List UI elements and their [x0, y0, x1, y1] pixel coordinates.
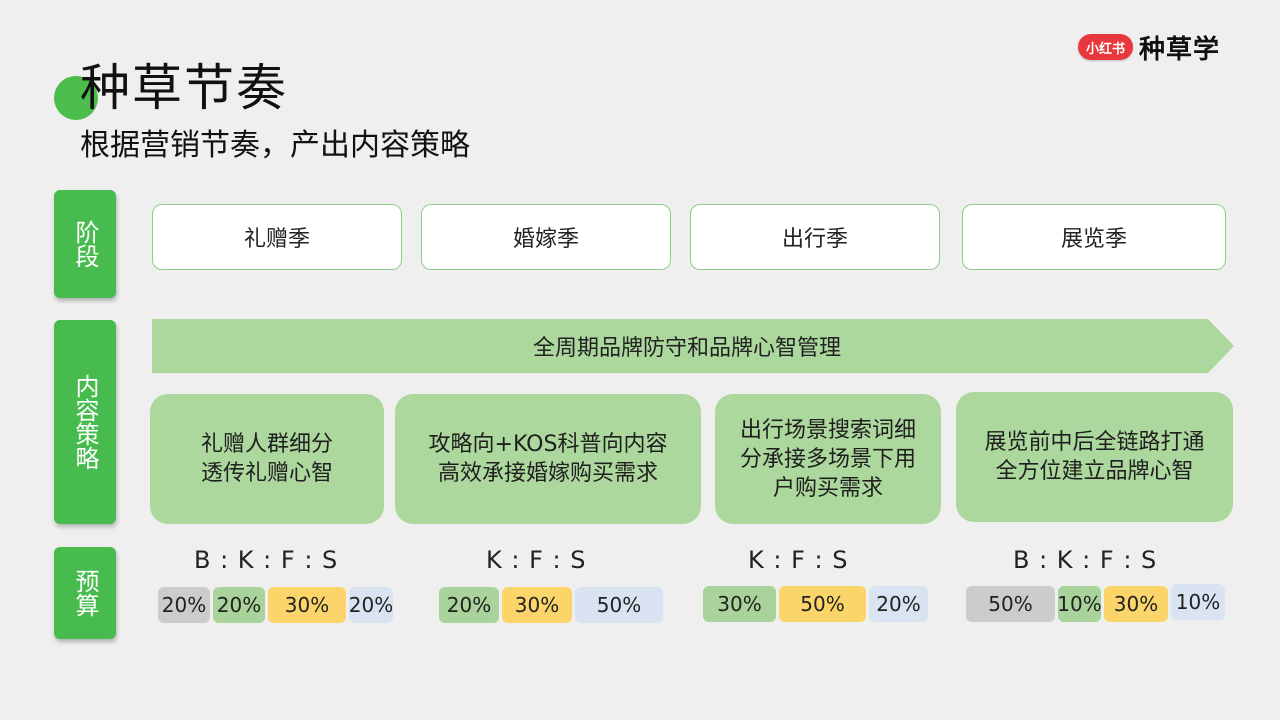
budget-pill-f: 30%: [268, 587, 346, 623]
strategy-line: 户购买需求: [772, 475, 883, 501]
strategy-line: 礼赠人群细分: [200, 432, 333, 457]
decor-dot: [54, 76, 98, 120]
banner-text: 全周期品牌防守和品牌心智管理: [532, 336, 841, 361]
strategy-card-gift: 礼赠人群细分 透传礼赠心智: [150, 394, 384, 524]
stage-box-travel: 出行季: [690, 204, 940, 270]
budget-pill-k: 30%: [703, 586, 776, 622]
budget-pill-s: 20%: [349, 587, 393, 623]
budget-ratio-travel: K : F : S: [748, 546, 849, 574]
budget-pill-k: 20%: [213, 587, 265, 623]
budget-ratio-wedding: K : F : S: [486, 546, 587, 574]
strategy-line: 展览前中后全链路打通: [984, 430, 1205, 455]
budget-pill-s: 20%: [869, 586, 928, 622]
page-subtitle: 根据营销节奏，产出内容策略: [80, 128, 470, 163]
brand-logo: 小红书 种草学: [1078, 30, 1221, 65]
banner-arrow: [152, 319, 1234, 373]
budget-pill-k: 20%: [439, 587, 499, 623]
brand-name: 种草学: [1139, 34, 1221, 65]
strategy-card-exhibition: 展览前中后全链路打通 全方位建立品牌心智: [956, 392, 1233, 522]
budget-ratio-gift: B : K : F : S: [194, 546, 339, 574]
strategy-line: 出行场景搜索词细: [739, 417, 916, 443]
strategy-line: 透传礼赠心智: [200, 461, 333, 486]
strategy-card-travel: 出行场景搜索词细 分承接多场景下用 户购买需求: [715, 394, 941, 524]
budget-pill-b: 20%: [158, 587, 210, 623]
page-title: 种草节奏: [80, 59, 288, 117]
budget-pill-f: 30%: [1104, 586, 1168, 622]
stage-box-wedding: 婚嫁季: [421, 204, 671, 270]
row-label-strategy: 内容策略: [54, 320, 116, 524]
stage-box-exhibition: 展览季: [962, 204, 1226, 270]
budget-pill-b: 50%: [966, 586, 1055, 622]
budget-pill-f: 30%: [502, 587, 572, 623]
budget-ratio-exhibition: B : K : F : S: [1013, 546, 1158, 574]
row-label-budget: 预算: [54, 547, 116, 639]
strategy-line: 全方位建立品牌心智: [995, 459, 1194, 484]
budget-pill-f: 50%: [779, 586, 866, 622]
strategy-line: 分承接多场景下用: [739, 446, 916, 472]
budget-pill-s: 10%: [1171, 584, 1225, 620]
brand-badge: 小红书: [1078, 34, 1134, 60]
stage-box-gift: 礼赠季: [152, 204, 402, 270]
strategy-line: 攻略向+KOS科普向内容: [428, 432, 668, 457]
row-label-stage: 阶段: [54, 190, 116, 298]
strategy-card-wedding: 攻略向+KOS科普向内容 高效承接婚嫁购买需求: [395, 394, 701, 524]
strategy-line: 高效承接婚嫁购买需求: [437, 461, 658, 486]
budget-pill-k: 10%: [1057, 586, 1102, 622]
budget-pill-s: 50%: [575, 587, 663, 623]
